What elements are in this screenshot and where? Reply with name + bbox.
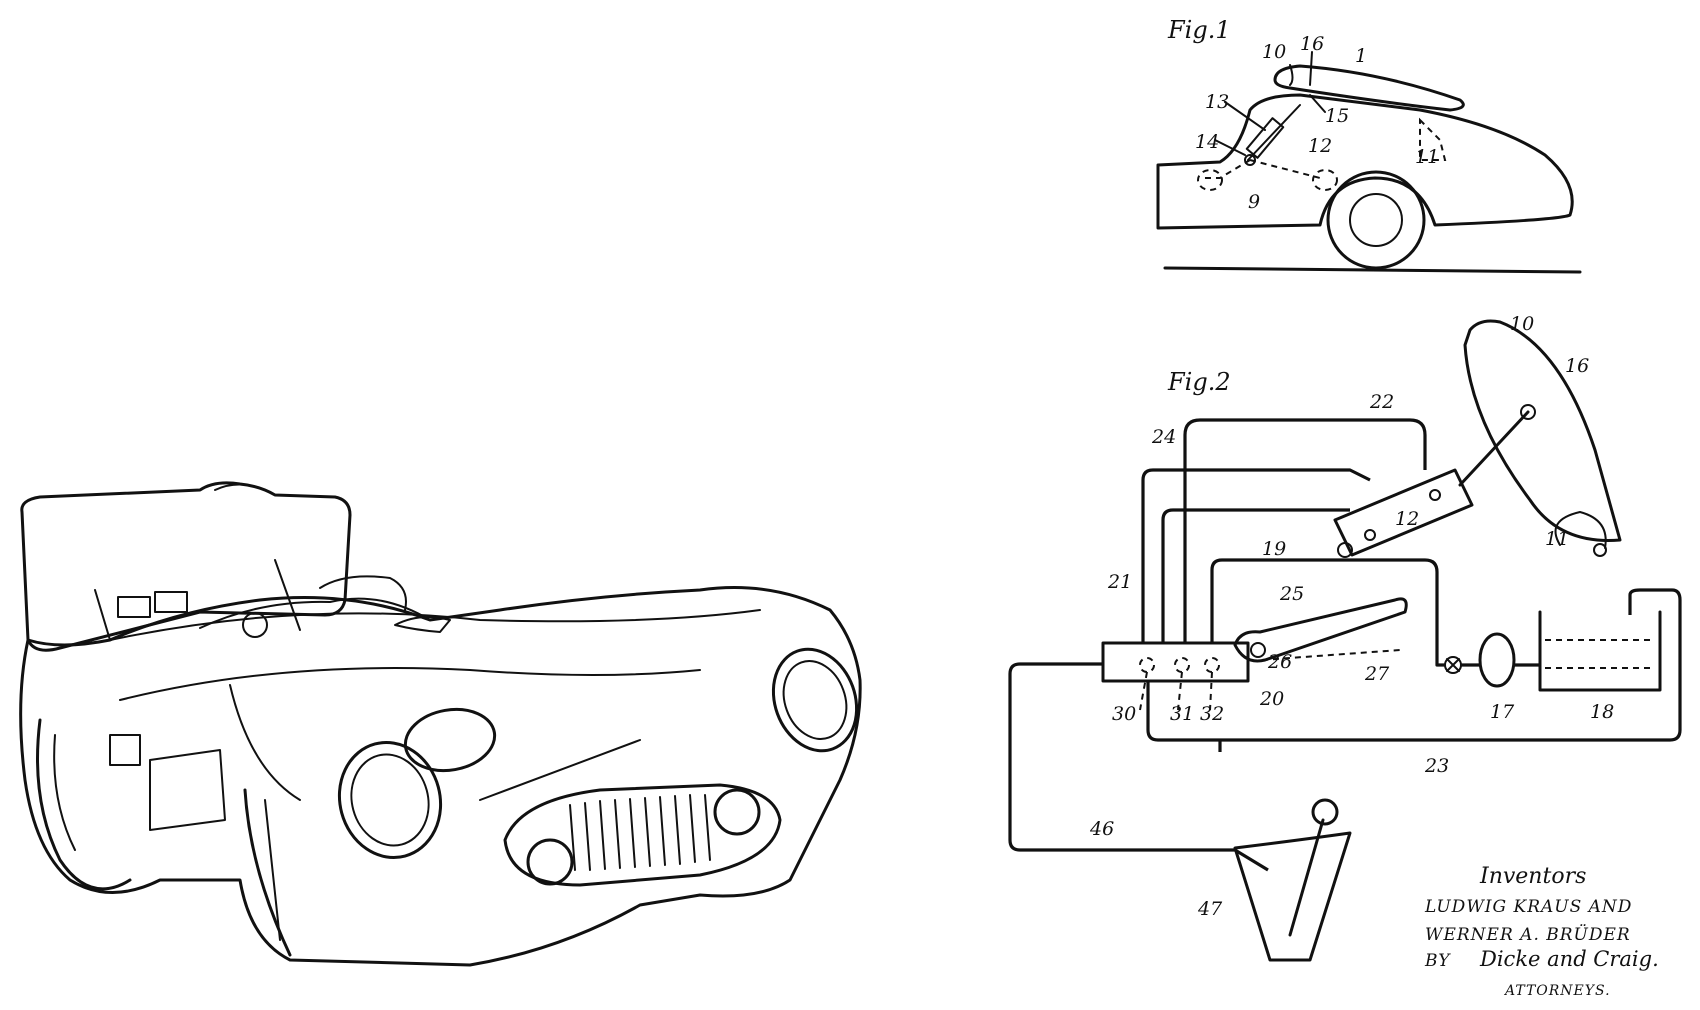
fig2-pump xyxy=(1478,632,1516,688)
attorneys-label: ATTORNEYS. xyxy=(1503,983,1611,999)
reference-numeral: 25 xyxy=(1279,583,1304,605)
fig2-pipes xyxy=(1008,418,1682,872)
reference-numeral: 9 xyxy=(1248,191,1260,213)
reference-numeral: 14 xyxy=(1195,131,1219,153)
reference-numeral: 10 xyxy=(1510,313,1534,335)
reference-numeral: 16 xyxy=(1300,33,1324,55)
reference-numeral: 21 xyxy=(1107,571,1132,593)
fig1-title: Fig.1 xyxy=(1167,16,1231,44)
fig2-title: Fig.2 xyxy=(1167,368,1231,396)
reference-numeral: 27 xyxy=(1364,663,1390,685)
reference-numeral: 23 xyxy=(1424,755,1449,777)
fig2-valve-block xyxy=(1101,641,1250,683)
reference-numeral: 18 xyxy=(1590,701,1614,723)
figure-2: Fig.2 xyxy=(1008,313,1682,962)
reference-numeral: 13 xyxy=(1205,91,1229,113)
reference-numeral: 12 xyxy=(1308,135,1332,157)
reference-numeral: 24 xyxy=(1151,426,1176,448)
car-body xyxy=(19,586,862,967)
reference-numeral: 19 xyxy=(1262,538,1286,560)
inventors-line-2: WERNER A. BRÜDER xyxy=(1425,924,1631,945)
reference-numeral: 11 xyxy=(1545,528,1569,550)
inventor-credits: Inventors LUDWIG KRAUS AND WERNER A. BRÜ… xyxy=(1424,864,1659,999)
reference-numeral: 46 xyxy=(1089,818,1114,840)
reference-numeral: 17 xyxy=(1490,701,1515,723)
reference-numeral: 22 xyxy=(1369,391,1394,413)
reference-numeral: 11 xyxy=(1415,146,1439,168)
fig2-air-brake xyxy=(1463,319,1622,542)
left-headlight xyxy=(337,741,443,859)
grille xyxy=(503,783,782,887)
reference-numeral: 1 xyxy=(1355,45,1367,67)
reference-numeral: 32 xyxy=(1200,703,1224,725)
fig2-control-lever-base xyxy=(1233,831,1352,962)
reference-numeral: 31 xyxy=(1170,703,1194,725)
air-brake-flap xyxy=(20,481,352,652)
right-headlight xyxy=(771,647,859,753)
inventors-line-1: LUDWIG KRAUS AND xyxy=(1424,897,1632,917)
reference-numeral: 10 xyxy=(1262,41,1286,63)
fig2-hand-lever xyxy=(1233,597,1408,663)
by-label: BY xyxy=(1424,951,1451,971)
fig2-control-lever xyxy=(1288,818,1325,937)
fig1-air-brake xyxy=(1273,64,1465,112)
reference-numeral: 12 xyxy=(1395,508,1419,530)
reference-numeral: 26 xyxy=(1267,651,1292,673)
reference-numeral: 30 xyxy=(1112,703,1136,725)
reference-numeral: 47 xyxy=(1197,898,1223,920)
fig2-reservoir xyxy=(1538,610,1662,692)
reference-numeral: 15 xyxy=(1325,105,1349,127)
car-sketch xyxy=(19,481,862,967)
inventors-heading: Inventors xyxy=(1479,864,1586,889)
reference-numeral: 16 xyxy=(1565,355,1589,377)
reference-numeral: 20 xyxy=(1259,688,1284,710)
figure-1: Fig.1 10 16 1 13 15 12 14 11 9 xyxy=(1156,16,1582,274)
attorney-signature: Dicke and Craig. xyxy=(1479,947,1659,971)
fig1-car-body xyxy=(1156,93,1574,230)
fig1-wheel xyxy=(1326,170,1426,270)
